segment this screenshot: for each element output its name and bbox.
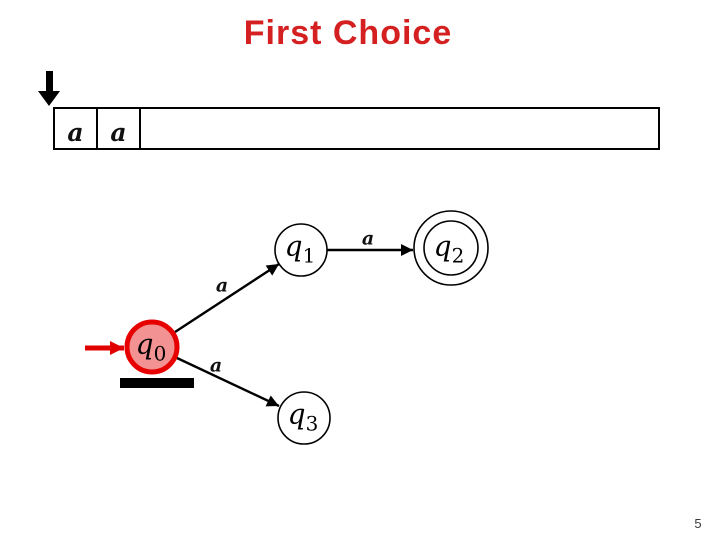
state-q3-circle [277,391,331,445]
state-q1-circle [274,223,328,277]
slide-title: First Choice [243,14,453,52]
transition-arrow-q0-q3 [176,356,280,408]
state-q0-current-circle [124,319,180,375]
underline-bar [120,378,194,388]
state-q3-label: q3 [287,397,319,436]
transition-label-q0-q3: a [209,354,223,377]
tape-head-arrow-tip [38,91,60,106]
input-tape: a a [53,107,660,150]
state-q1-symbol: q [284,229,303,263]
state-q3-symbol: q [287,397,306,431]
tape-cell-1-symbol: a [67,118,84,147]
tape-cell-2-symbol: a [110,118,127,147]
transition-arrow-q0-q1 [174,262,280,334]
state-q2-subscript: 2 [451,243,465,268]
page-number: 5 [694,516,702,531]
state-q0-label: q0 [135,327,167,366]
tape-head-down-arrow-icon [38,71,60,106]
state-q2-symbol: q [433,229,452,263]
state-q2-accepting-inner-circle [423,220,479,276]
state-q0-subscript: 0 [153,341,167,366]
state-q1-subscript: 1 [302,243,316,268]
transition-label-q0-q1: a [215,274,229,297]
state-q3-subscript: 3 [305,411,319,436]
tape-cell-1: a [55,109,98,148]
tape-head-arrow-shaft [46,71,53,92]
tape-cell-2: a [98,109,141,148]
state-q0-symbol: q [135,327,154,361]
transition-label-q1-q2: a [361,227,375,250]
state-q2-label: q2 [433,229,465,268]
state-q1-label: q1 [284,229,316,268]
